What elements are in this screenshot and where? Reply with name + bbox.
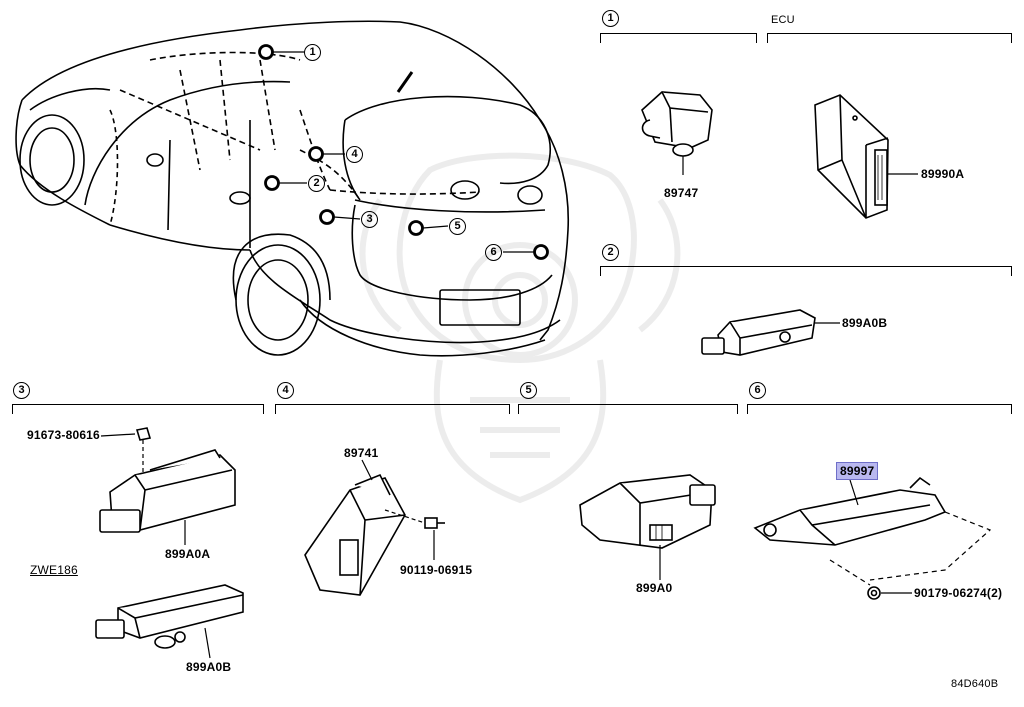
section-5-number: 5 — [520, 382, 537, 399]
car-callout-leaders — [273, 51, 534, 253]
section-ecu-bracket — [767, 33, 1012, 43]
section-2-bracket — [600, 266, 1012, 276]
part-label-90179-06274[interactable]: 90179-06274(2) — [914, 586, 1003, 600]
car-callout-2: 2 — [308, 175, 325, 192]
part-label-89990A[interactable]: 89990A — [921, 167, 965, 181]
car-body — [15, 20, 570, 357]
section-1-number: 1 — [602, 10, 619, 27]
part-label-89741[interactable]: 89741 — [344, 446, 379, 460]
car-callout-4: 4 — [346, 146, 363, 163]
part-89741-drawing — [304, 459, 426, 596]
section-1-bracket — [600, 33, 757, 43]
part-899A0B-bottom-drawing — [95, 584, 244, 659]
diagram-code: 84D640B — [951, 678, 999, 690]
part-899A0A-drawing — [99, 449, 236, 545]
part-label-899A0A[interactable]: 899A0A — [165, 547, 211, 561]
section-6-number: 6 — [749, 382, 766, 399]
part-label-899A0B-bottom[interactable]: 899A0B — [186, 660, 232, 674]
part-899A0B-top-drawing — [701, 309, 840, 356]
section-6-bracket — [747, 404, 1012, 414]
part-label-899A0B-top[interactable]: 899A0B — [842, 316, 888, 330]
bolt-91673-drawing — [100, 427, 152, 475]
part-label-91673-80616[interactable]: 91673-80616 — [27, 428, 100, 442]
bolt-90119-drawing — [424, 517, 445, 560]
car-callout-3: 3 — [361, 211, 378, 228]
section-2-number: 2 — [602, 244, 619, 261]
car-callout-5: 5 — [449, 218, 466, 235]
section-3-bracket — [12, 404, 264, 414]
section-5-bracket — [518, 404, 738, 414]
watermark-logo — [359, 152, 681, 504]
section-4-bracket — [275, 404, 510, 414]
part-89990A-drawing — [814, 94, 918, 219]
part-899A0-drawing — [579, 474, 716, 580]
section-3-number: 3 — [13, 382, 30, 399]
part-label-89747[interactable]: 89747 — [664, 186, 699, 200]
part-label-899A0[interactable]: 899A0 — [636, 581, 673, 595]
model-code-ZWE186: ZWE186 — [30, 563, 78, 577]
part-label-89997-highlighted[interactable]: 89997 — [836, 462, 879, 480]
nut-90179-drawing — [867, 586, 912, 600]
section-4-number: 4 — [277, 382, 294, 399]
car-callout-1: 1 — [304, 44, 321, 61]
part-label-90119-06915[interactable]: 90119-06915 — [400, 563, 473, 577]
car-callout-markers — [258, 44, 549, 260]
section-ecu-label: ECU — [771, 14, 795, 26]
part-89747-drawing — [641, 91, 713, 175]
car-callout-6: 6 — [485, 244, 502, 261]
part-89997-drawing — [753, 476, 992, 586]
